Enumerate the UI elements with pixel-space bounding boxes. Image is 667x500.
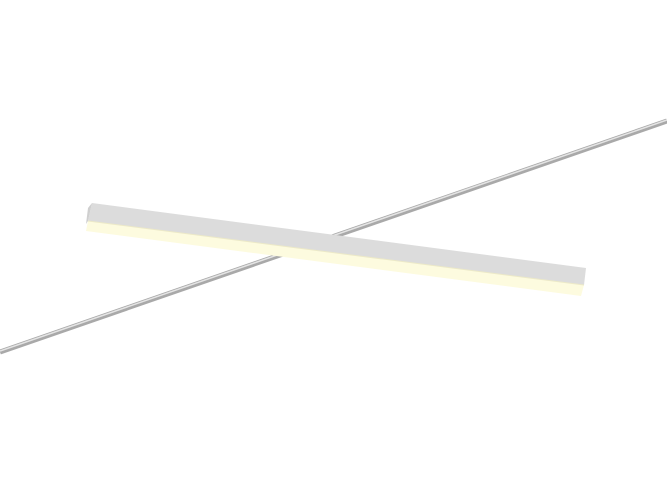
diffuser-edge (87, 220, 585, 286)
fixture-diffuser-glow (86, 221, 584, 296)
linear-light-fixture (86, 203, 586, 296)
fixture-end-cap (86, 203, 92, 224)
fixture-body (88, 203, 586, 285)
